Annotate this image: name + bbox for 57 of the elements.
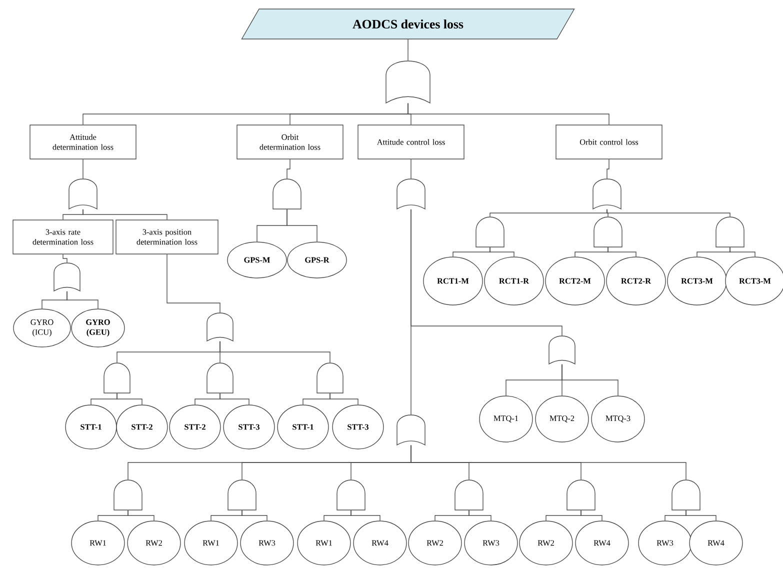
and-gate	[336, 480, 366, 510]
connector-line	[730, 246, 756, 257]
and-gate	[104, 362, 130, 394]
or-gate	[54, 262, 80, 292]
connector-line	[490, 246, 514, 257]
connector-line	[286, 158, 290, 179]
event-box: Attitude determination loss	[30, 124, 136, 160]
connector-line	[410, 208, 412, 415]
event-box: 3-axis rate determination loss	[12, 220, 114, 254]
and-gate	[476, 216, 504, 248]
connector-line	[410, 444, 686, 480]
event-box: Orbit control loss	[556, 124, 662, 160]
connector-line	[410, 158, 412, 179]
connector-line	[350, 510, 380, 521]
connector-line	[286, 208, 318, 242]
or-gate	[548, 336, 576, 364]
connector-line	[686, 510, 716, 521]
event-box: Attitude control loss	[358, 124, 464, 160]
connector-line	[220, 340, 330, 363]
event-box: 3-axis position determination loss	[116, 220, 218, 254]
event-parallelogram: AODCS devices loss	[241, 8, 575, 40]
connector-line	[468, 510, 492, 521]
connector-line	[82, 208, 168, 220]
connector-line	[330, 392, 358, 405]
and-gate	[228, 480, 256, 510]
or-gate	[592, 178, 622, 210]
connector-line	[82, 158, 84, 179]
node-label: RW4	[708, 540, 724, 546]
and-gate	[566, 480, 596, 510]
connector-line	[608, 246, 636, 257]
or-gate	[396, 414, 426, 446]
or-gate	[206, 312, 234, 342]
connector-line	[242, 510, 268, 521]
and-gate	[114, 480, 142, 510]
connector-line	[408, 102, 610, 125]
connector-line	[116, 392, 142, 405]
or-gate	[68, 178, 98, 210]
connector-line	[66, 290, 98, 309]
connector-line	[562, 364, 618, 396]
connector-line	[62, 254, 68, 263]
or-gate	[386, 60, 430, 104]
connector-line	[580, 510, 602, 521]
connector-line	[166, 254, 220, 313]
and-gate	[454, 480, 484, 510]
and-gate	[672, 480, 700, 510]
node-label: RCT3-M	[739, 278, 771, 284]
and-gate	[594, 216, 622, 248]
and-gate	[316, 362, 344, 394]
or-gate	[396, 178, 426, 210]
and-gate	[272, 178, 302, 210]
and-gate	[716, 216, 744, 248]
connector-line	[606, 158, 610, 179]
connector-line	[220, 392, 250, 405]
connector-line	[606, 208, 730, 217]
event-box: Orbit determination loss	[236, 124, 344, 160]
and-gate	[206, 362, 234, 394]
connector-line	[128, 510, 154, 521]
